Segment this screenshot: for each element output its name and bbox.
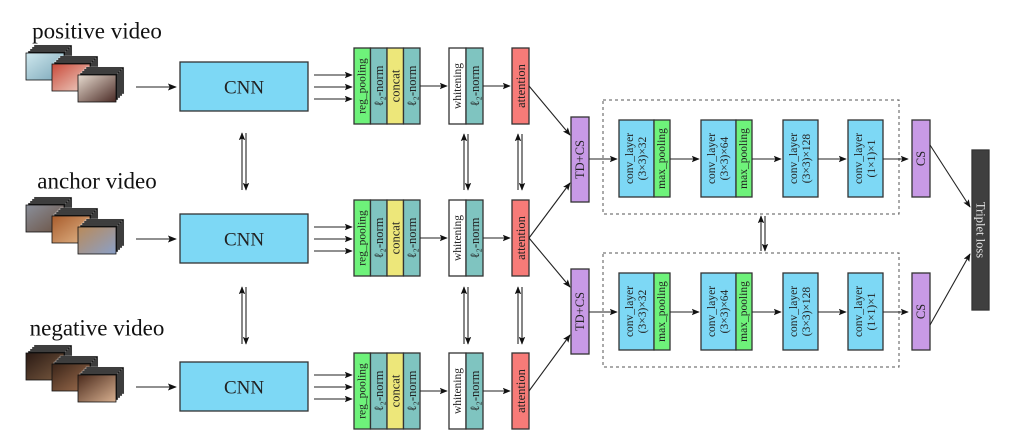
positive-cnn-box <box>179 61 309 112</box>
video-frames-negative <box>25 344 125 403</box>
anchor-whitening-l2-norm-label: ℓ₂-norm <box>468 217 482 258</box>
triplet-loss-label: Triplet loss <box>974 202 988 258</box>
lower-similarity-network-frame <box>602 252 900 368</box>
video-frame <box>77 374 117 403</box>
anchor-concat-block-label: concat <box>389 221 403 254</box>
triplet-loss-block <box>971 149 990 311</box>
cnn-shared-weights-arrow-1 <box>238 132 250 191</box>
positive-concat-block-label: concat <box>389 69 403 102</box>
upper-cs-block <box>911 119 931 198</box>
lower-conv-layer-1-size: (3×3)×32 <box>637 289 649 333</box>
negative-whitening-l2-norm-label: ℓ₂-norm <box>468 370 482 411</box>
positive-reg-pooling-block-label: reg_pooling <box>357 58 369 114</box>
upper-similarity-network-frame <box>602 99 900 215</box>
attention-shared-weights-arrow-1 <box>514 133 526 191</box>
negative-concat-block-label: concat <box>389 374 403 407</box>
positive-whitening-label: whitening <box>452 63 464 109</box>
upper-cs-label: CS <box>914 151 928 166</box>
upper-max-pooling-1-label: max_pooling <box>656 128 668 189</box>
anchor-cnn-box <box>179 213 309 264</box>
video-frames-anchor <box>25 196 125 255</box>
anchor-l2-norm-block-label: ℓ₂-norm <box>405 217 419 258</box>
video-frame <box>77 74 117 103</box>
upper-td-cs-label: TD+CS <box>573 140 587 179</box>
lower-conv-layer-2 <box>700 272 737 351</box>
lower-conv-layer-3-name: conv_layer <box>788 286 800 337</box>
lower-conv-layer-4-name: conv_layer <box>853 286 865 337</box>
upper-conv-layer-4-name: conv_layer <box>853 133 865 184</box>
upper-cs-to-loss-arrow <box>929 144 971 208</box>
upper-conv-layer-4 <box>847 119 884 198</box>
positive-whitening-l2-norm-label: ℓ₂-norm <box>468 65 482 106</box>
lower-conv-layer-4-size: (1×1)×1 <box>866 292 878 330</box>
lower-td-cs-label: TD+CS <box>573 292 587 331</box>
negative-cnn-box <box>179 361 309 412</box>
upper-max-pooling-2-label: max_pooling <box>738 128 750 189</box>
upper-conv-layer-1-size: (3×3)×32 <box>637 136 649 180</box>
whitening-shared-weights-arrow-1 <box>460 133 472 191</box>
lower-conv-layer-3 <box>782 272 819 351</box>
attention-to-upper-tdcs-arrow <box>528 85 571 136</box>
lower-conv-layer-3-size: (3×3)×128 <box>801 287 813 337</box>
anchor-video-title: anchor video <box>37 169 156 194</box>
upper-conv-layer-2 <box>700 119 737 198</box>
lower-cs-label: CS <box>914 304 928 319</box>
whitening-shared-weights-arrow-2 <box>460 286 472 345</box>
upper-conv-layer-2-size: (3×3)×64 <box>719 136 731 180</box>
attention-shared-weights-arrow-2 <box>514 286 526 345</box>
anchor-whitening-label: whitening <box>452 215 464 261</box>
video-frames-positive <box>25 44 125 103</box>
negative-whitening-label: whitening <box>452 368 464 414</box>
attention-to-upper-tdcs-arrow <box>528 182 571 239</box>
cnn-shared-weights-arrow-2 <box>238 286 250 345</box>
positive-video-title: positive video <box>32 19 162 44</box>
negative-l2-norm-block-label: ℓ₂-norm <box>372 370 386 411</box>
lower-cs-to-loss-arrow <box>929 253 971 326</box>
lower-conv-layer-1 <box>618 272 655 351</box>
attention-to-lower-tdcs-arrow <box>528 237 571 288</box>
video-frame <box>77 226 117 255</box>
anchor-l2-norm-block-label: ℓ₂-norm <box>372 217 386 258</box>
attention-to-lower-tdcs-arrow <box>528 334 571 392</box>
lower-cs-block <box>911 272 931 351</box>
lower-conv-layer-2-name: conv_layer <box>706 286 718 337</box>
upper-conv-layer-3-name: conv_layer <box>788 133 800 184</box>
anchor-reg-pooling-block-label: reg_pooling <box>357 210 369 266</box>
positive-l2-norm-block-label: ℓ₂-norm <box>372 65 386 106</box>
anchor-attention-label: attention <box>514 215 528 259</box>
negative-l2-norm-block-label: ℓ₂-norm <box>405 370 419 411</box>
positive-attention-label: attention <box>514 63 528 107</box>
positive-cnn-label: CNN <box>224 78 264 99</box>
upper-conv-layer-2-name: conv_layer <box>706 133 718 184</box>
negative-reg-pooling-block-label: reg_pooling <box>357 363 369 419</box>
negative-attention-label: attention <box>514 368 528 412</box>
lower-conv-layer-2-size: (3×3)×64 <box>719 289 731 333</box>
anchor-cnn-label: CNN <box>224 230 264 251</box>
upper-conv-layer-1-name: conv_layer <box>624 133 636 184</box>
upper-conv-layer-4-size: (1×1)×1 <box>866 139 878 177</box>
lower-conv-layer-4 <box>847 272 884 351</box>
upper-conv-layer-3-size: (3×3)×128 <box>801 134 813 184</box>
lower-max-pooling-2-label: max_pooling <box>738 281 750 342</box>
negative-video-title: negative video <box>30 316 165 341</box>
subnetwork-shared-weights-arrow <box>757 215 769 252</box>
negative-cnn-label: CNN <box>224 378 264 399</box>
positive-l2-norm-block-label: ℓ₂-norm <box>405 65 419 106</box>
lower-max-pooling-1-label: max_pooling <box>656 281 668 342</box>
lower-conv-layer-1-name: conv_layer <box>624 286 636 337</box>
